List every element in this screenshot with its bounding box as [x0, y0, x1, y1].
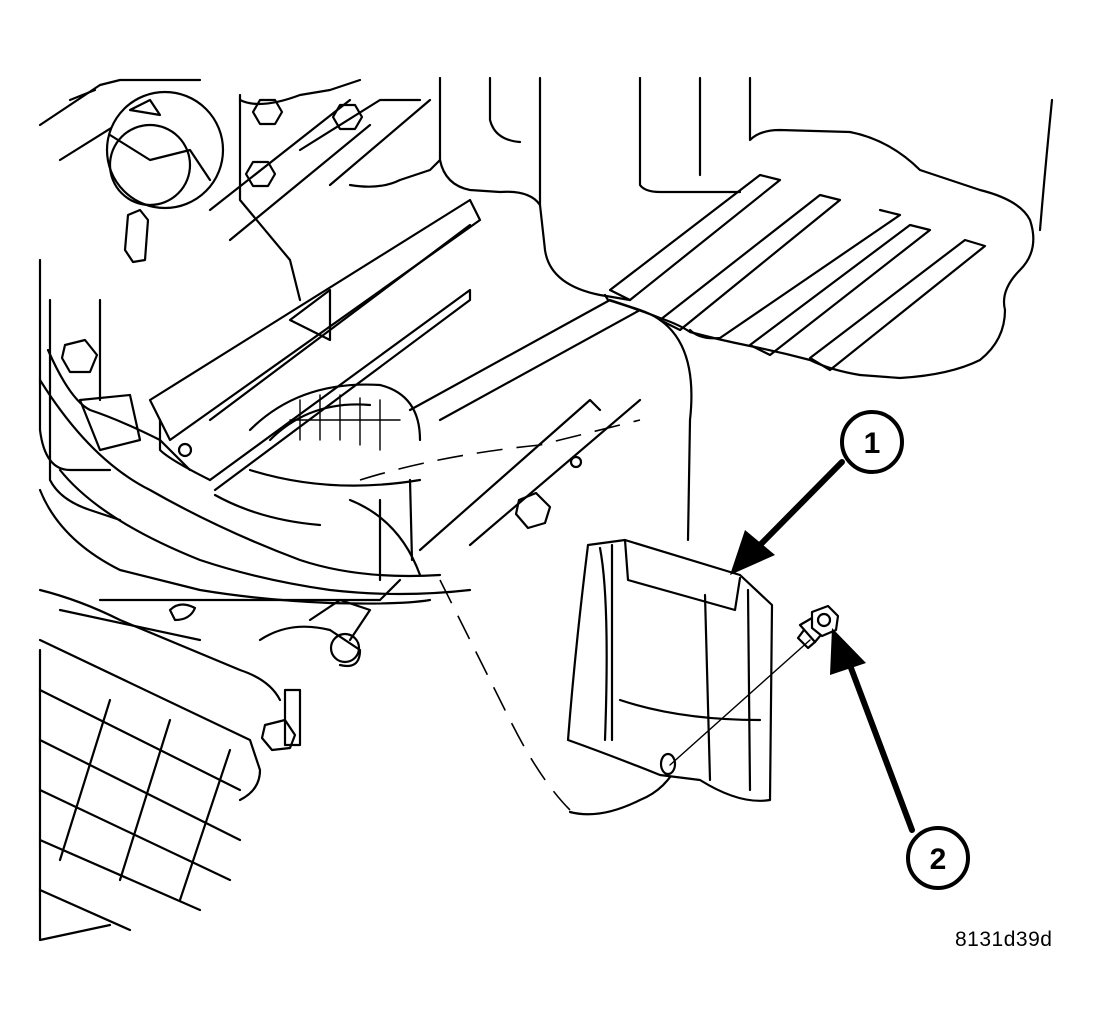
- figure-reference-code: 8131d39d: [955, 928, 1053, 951]
- callout-2: 2: [906, 826, 970, 890]
- leader-arrow-2: [830, 628, 915, 833]
- engine-oil-pan-drawing: [38, 76, 1054, 942]
- callout-2-number: 2: [930, 843, 947, 876]
- cover-shield-part: [566, 538, 811, 802]
- bolt-part: [796, 604, 840, 650]
- callout-1: 1: [840, 410, 904, 474]
- leader-arrow-1: [730, 459, 845, 575]
- callout-1-number: 1: [864, 427, 881, 460]
